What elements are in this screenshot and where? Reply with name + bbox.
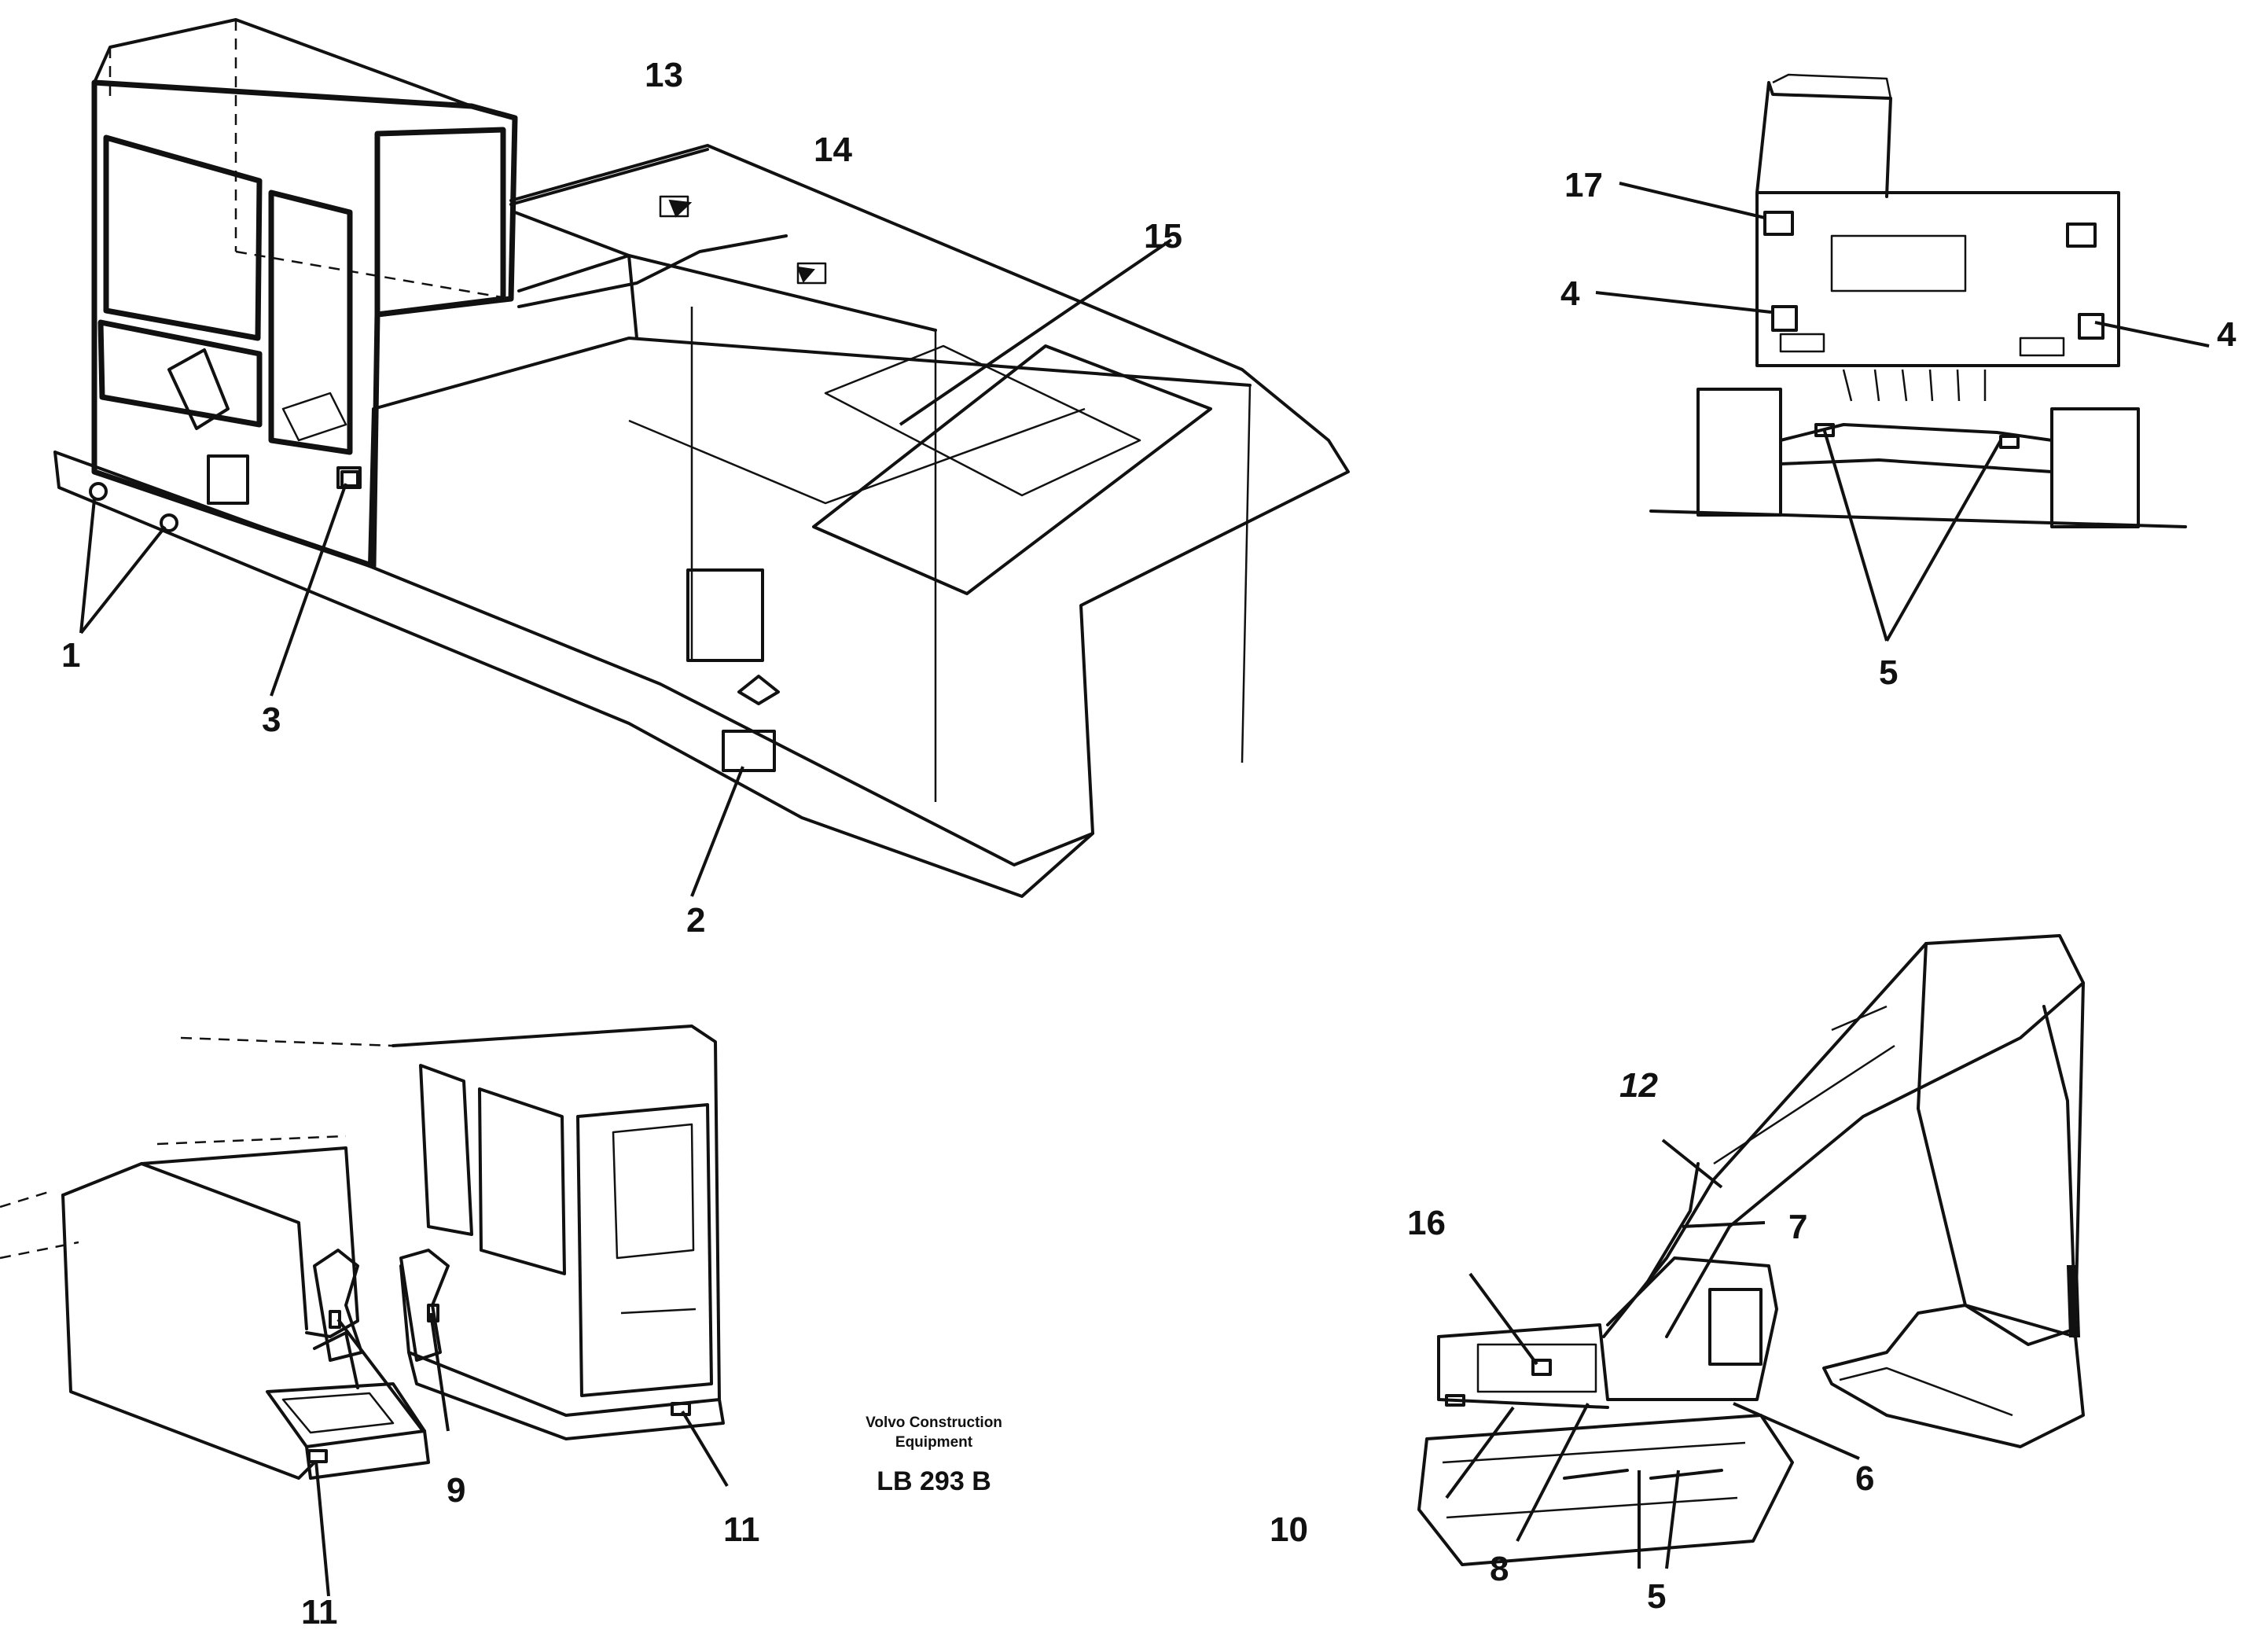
excavator-side-view (1417, 934, 2085, 1566)
callout-4-right: 4 (2217, 315, 2237, 354)
callout-8: 8 (1490, 1550, 1509, 1588)
callout-14: 14 (814, 131, 852, 169)
callout-4-left: 4 (1560, 274, 1580, 313)
callout-13: 13 (645, 56, 683, 94)
callout-15: 15 (1144, 217, 1182, 256)
callout-1: 1 (61, 636, 80, 675)
callout-9: 9 (447, 1471, 465, 1510)
leader-lines (79, 182, 2210, 1597)
caption-manufacturer-2: Equipment (895, 1434, 973, 1451)
callout-11-right: 11 (723, 1510, 760, 1549)
callout-5-rear: 5 (1879, 653, 1898, 692)
cab-hood-view (0, 1025, 725, 1480)
callout-17: 17 (1564, 166, 1603, 204)
callout-12: 12 (1619, 1066, 1658, 1105)
callout-10: 10 (1270, 1510, 1308, 1549)
callout-6: 6 (1855, 1459, 1874, 1498)
callout-5-side: 5 (1647, 1577, 1666, 1616)
callout-2: 2 (686, 901, 705, 940)
callout-16: 16 (1407, 1204, 1446, 1242)
drawing-caption: Volvo Construction Equipment LB 293 B (866, 1414, 1002, 1496)
callout-3: 3 (262, 701, 281, 739)
callout-11-left: 11 (301, 1593, 338, 1631)
drawing-code: LB 293 B (877, 1466, 991, 1496)
callout-7: 7 (1788, 1208, 1807, 1246)
caption-manufacturer: Volvo Construction (866, 1414, 1002, 1431)
callout-labels: 1 2 3 13 14 15 17 4 4 5 9 11 11 12 16 7 … (61, 56, 2237, 1631)
upper-structure-view (53, 18, 1350, 898)
rear-view (1649, 73, 2187, 528)
